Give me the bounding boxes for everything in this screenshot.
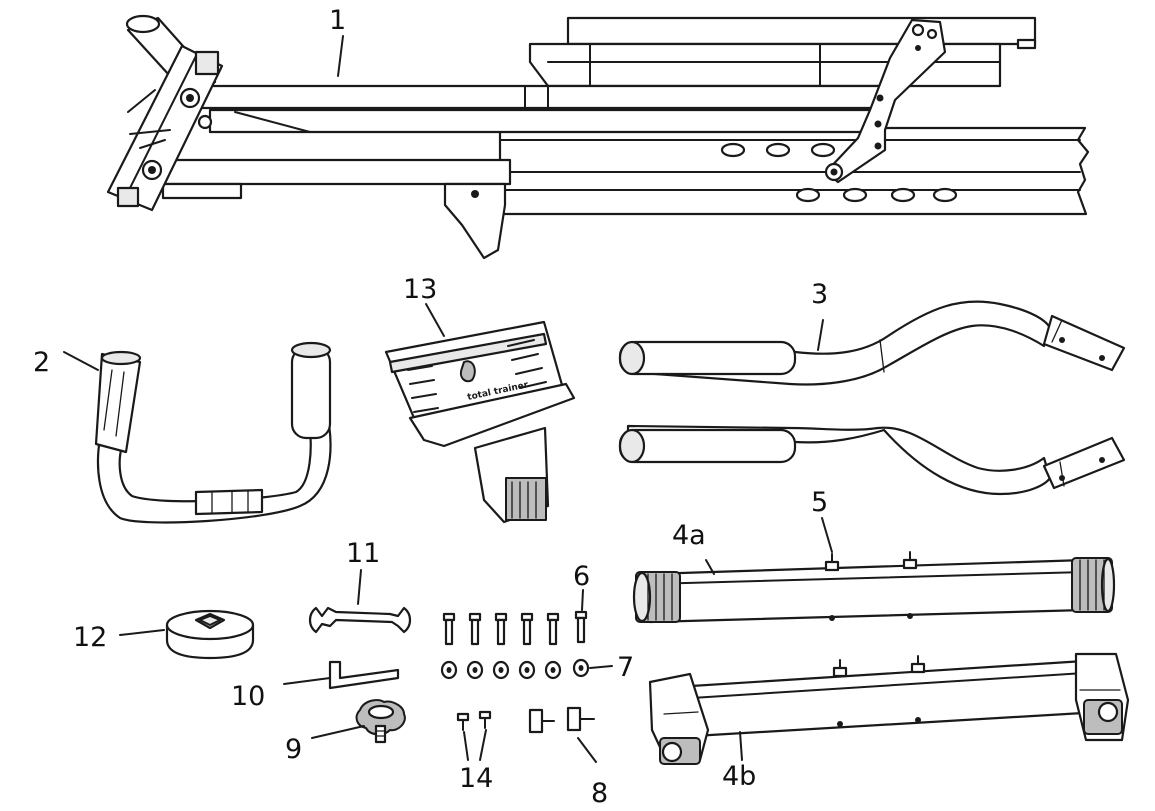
label-part-8: 8 <box>591 778 609 809</box>
stabilizer-part-4b <box>648 652 1130 765</box>
label-part-4a: 4a <box>672 520 706 551</box>
knob-part-9 <box>355 699 406 744</box>
nut-icon <box>824 560 840 572</box>
pins-part-8 <box>528 706 595 734</box>
leader-lines <box>63 35 833 763</box>
label-part-13: 13 <box>403 274 438 305</box>
label-part-1: 1 <box>329 5 347 36</box>
nut-icon <box>902 558 918 570</box>
wrench-part-11 <box>308 606 412 634</box>
main-frame-part-1 <box>106 14 1090 260</box>
stabilizer-part-4a <box>632 551 1116 624</box>
side-handles-part-3 <box>618 300 1126 496</box>
label-part-11: 11 <box>346 538 381 569</box>
label-part-14: 14 <box>459 763 494 794</box>
leaf-logo-icon <box>460 360 476 383</box>
label-part-5: 5 <box>811 487 829 518</box>
label-part-7: 7 <box>617 652 635 683</box>
label-part-12: 12 <box>73 622 108 653</box>
tablet-holder-part-13: total trainer <box>384 320 576 524</box>
nut-icon <box>910 662 926 674</box>
label-part-3: 3 <box>811 279 829 310</box>
label-part-10: 10 <box>231 681 266 712</box>
washers-part-7 <box>440 658 590 680</box>
handlebar-part-2 <box>94 341 332 524</box>
allen-key-part-10 <box>328 660 400 690</box>
bolts-part-6 <box>442 610 588 646</box>
label-part-9: 9 <box>285 734 303 765</box>
cap-part-12 <box>165 609 255 660</box>
label-part-6: 6 <box>573 561 591 592</box>
label-part-2: 2 <box>33 347 51 378</box>
label-part-4b: 4b <box>722 761 757 792</box>
screws-part-14 <box>456 710 492 731</box>
nut-icon <box>832 666 848 678</box>
